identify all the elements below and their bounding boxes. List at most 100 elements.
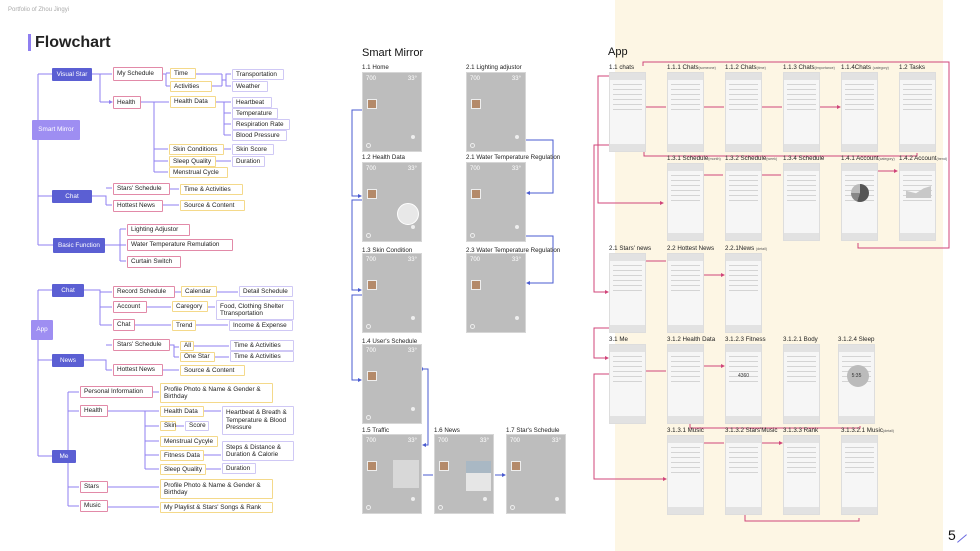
mirror-screen-skin[interactable]: 700 33° xyxy=(362,253,422,333)
list-row xyxy=(671,472,700,473)
app-screen-account-category[interactable] xyxy=(841,163,878,241)
app-screen-schedule-week[interactable] xyxy=(725,163,762,241)
list-row xyxy=(671,185,700,186)
app-node-time-activities-2: Time & Activities xyxy=(230,351,294,362)
status-bar xyxy=(726,73,761,80)
app-screen-hottest-news[interactable] xyxy=(667,253,704,333)
mirror-screen-star-schedule[interactable]: 700 33° xyxy=(506,434,566,514)
mirror-screen-label-water2: 2.3 Water Temperature Regulation xyxy=(466,247,561,254)
mirror-screen-label-lighting: 2.1 Lighting adjustor xyxy=(466,64,522,71)
list-row xyxy=(729,84,758,85)
app-node-all: All xyxy=(180,341,194,351)
list-row xyxy=(729,457,758,458)
app-screen-chats-importance[interactable] xyxy=(783,72,820,152)
app-screen-stars-news[interactable] xyxy=(609,253,646,333)
smart-mirror-title: Smart Mirror xyxy=(362,47,424,59)
app-screen-body[interactable] xyxy=(783,344,820,424)
list-row xyxy=(729,270,758,271)
app-screen-music-detail[interactable] xyxy=(841,435,878,515)
list-row xyxy=(787,175,816,176)
list-row xyxy=(845,104,874,105)
mirror-screen-lighting[interactable]: 700 33° xyxy=(466,72,526,152)
list-row xyxy=(845,462,874,463)
app-screen-chats[interactable] xyxy=(609,72,646,152)
list-row xyxy=(787,180,816,181)
screen-label-qualifier: (importance) xyxy=(814,66,835,70)
screen-label-text: 3.1.3.3 Rank xyxy=(783,427,819,434)
app-screen-schedule-month[interactable] xyxy=(667,163,704,241)
app-screen-music[interactable] xyxy=(667,435,704,515)
app-screen-fitness[interactable]: 4360 xyxy=(725,344,762,424)
mirror-screen-health-data[interactable]: 700 33° xyxy=(362,162,422,242)
list-row xyxy=(613,361,642,362)
mirror-button-icon xyxy=(411,497,415,501)
tab-bar xyxy=(726,507,761,514)
smart-mirror-node-transportation: Transportation xyxy=(232,69,284,80)
app-screen-label-chats-someone: 1.1.1 Chats(someone) xyxy=(667,64,716,71)
list-row xyxy=(729,285,758,286)
screen-label-text: 3.1.3.2.1 Music xyxy=(841,427,883,434)
area-chart xyxy=(906,186,931,198)
app-screen-tasks[interactable] xyxy=(899,72,936,152)
app-screen-chats-time[interactable] xyxy=(725,72,762,152)
smart-mirror-node-sleep-quality: Sleep Quality xyxy=(169,156,216,167)
mirror-screen-home[interactable]: 700 33° xyxy=(362,72,422,152)
tab-bar xyxy=(610,416,645,423)
traffic-map xyxy=(393,460,419,488)
app-screen-sleep[interactable]: 5:35 xyxy=(838,344,875,424)
list-row xyxy=(845,180,874,181)
screen-label-text: 3.1.2.4 Sleep xyxy=(838,336,875,343)
app-screen-me[interactable] xyxy=(609,344,646,424)
app-screen-label-stars-music: 3.1.3.2 Stars'Music xyxy=(725,427,777,434)
list-row xyxy=(845,467,874,468)
app-node-duration: Duration xyxy=(222,463,256,474)
app-screen-news-detail[interactable] xyxy=(725,253,762,333)
mirror-screen-water1[interactable]: 700 33° xyxy=(466,162,526,242)
smart-mirror-node-duration: Duration xyxy=(232,156,265,167)
app-screen-health-data[interactable] xyxy=(667,344,704,424)
app-node-sleep-quality: Sleep Quality xyxy=(160,464,206,475)
app-screen-label-account-trend: 1.4.2 Account(trend) xyxy=(899,155,947,162)
app-screen-label-me: 3.1 Me xyxy=(609,336,628,343)
mirror-screen-user-schedule[interactable]: 700 33° xyxy=(362,344,422,424)
list-row xyxy=(613,290,642,291)
status-bar xyxy=(784,73,819,80)
list-row xyxy=(729,109,758,110)
tab-bar xyxy=(900,144,935,151)
mirror-logo-icon xyxy=(470,233,475,238)
list-row xyxy=(671,452,700,453)
mirror-screen-news[interactable]: 700 33° xyxy=(434,434,494,514)
list-row xyxy=(613,275,642,276)
app-screen-chats-category[interactable] xyxy=(841,72,878,152)
mirror-time: 700 xyxy=(366,166,377,172)
status-bar xyxy=(726,436,761,443)
app-screen-account-trend[interactable] xyxy=(899,163,936,241)
app-screen-rank[interactable] xyxy=(783,435,820,515)
list-row xyxy=(613,109,642,110)
status-bar xyxy=(668,436,703,443)
app-screen-stars-music[interactable] xyxy=(725,435,762,515)
list-row xyxy=(729,467,758,468)
app-node-calendar: Calendar xyxy=(181,286,217,297)
list-row xyxy=(671,109,700,110)
avatar xyxy=(367,99,377,109)
smart-mirror-node-hottest-news: Hottest News xyxy=(113,200,163,212)
mirror-weather: 33° xyxy=(479,438,489,444)
app-screen-chats-someone[interactable] xyxy=(667,72,704,152)
list-row xyxy=(729,452,758,453)
app-screen-label-hottest-news: 2.2 Hottest News xyxy=(667,245,714,252)
screen-label-text: 3.1.2 Health Data xyxy=(667,336,716,343)
app-screen-schedule[interactable] xyxy=(783,163,820,241)
mirror-screen-label-news: 1.6 News xyxy=(434,427,460,434)
mirror-weather: 33° xyxy=(511,166,521,172)
list-row xyxy=(787,185,816,186)
mirror-screen-traffic[interactable]: 700 33° xyxy=(362,434,422,514)
mirror-weather: 33° xyxy=(407,76,417,82)
mirror-screen-water2[interactable]: 700 33° xyxy=(466,253,526,333)
list-row xyxy=(787,371,816,372)
app-node-profile-2: Profile Photo & Name & Gender & Birthday xyxy=(160,479,273,499)
app-node-stars-schedule: Stars' Schedule xyxy=(113,339,170,351)
app-screen-label-music-detail: 3.1.3.2.1 Music(detail) xyxy=(841,427,894,434)
list-row xyxy=(787,472,816,473)
list-row xyxy=(613,265,642,266)
